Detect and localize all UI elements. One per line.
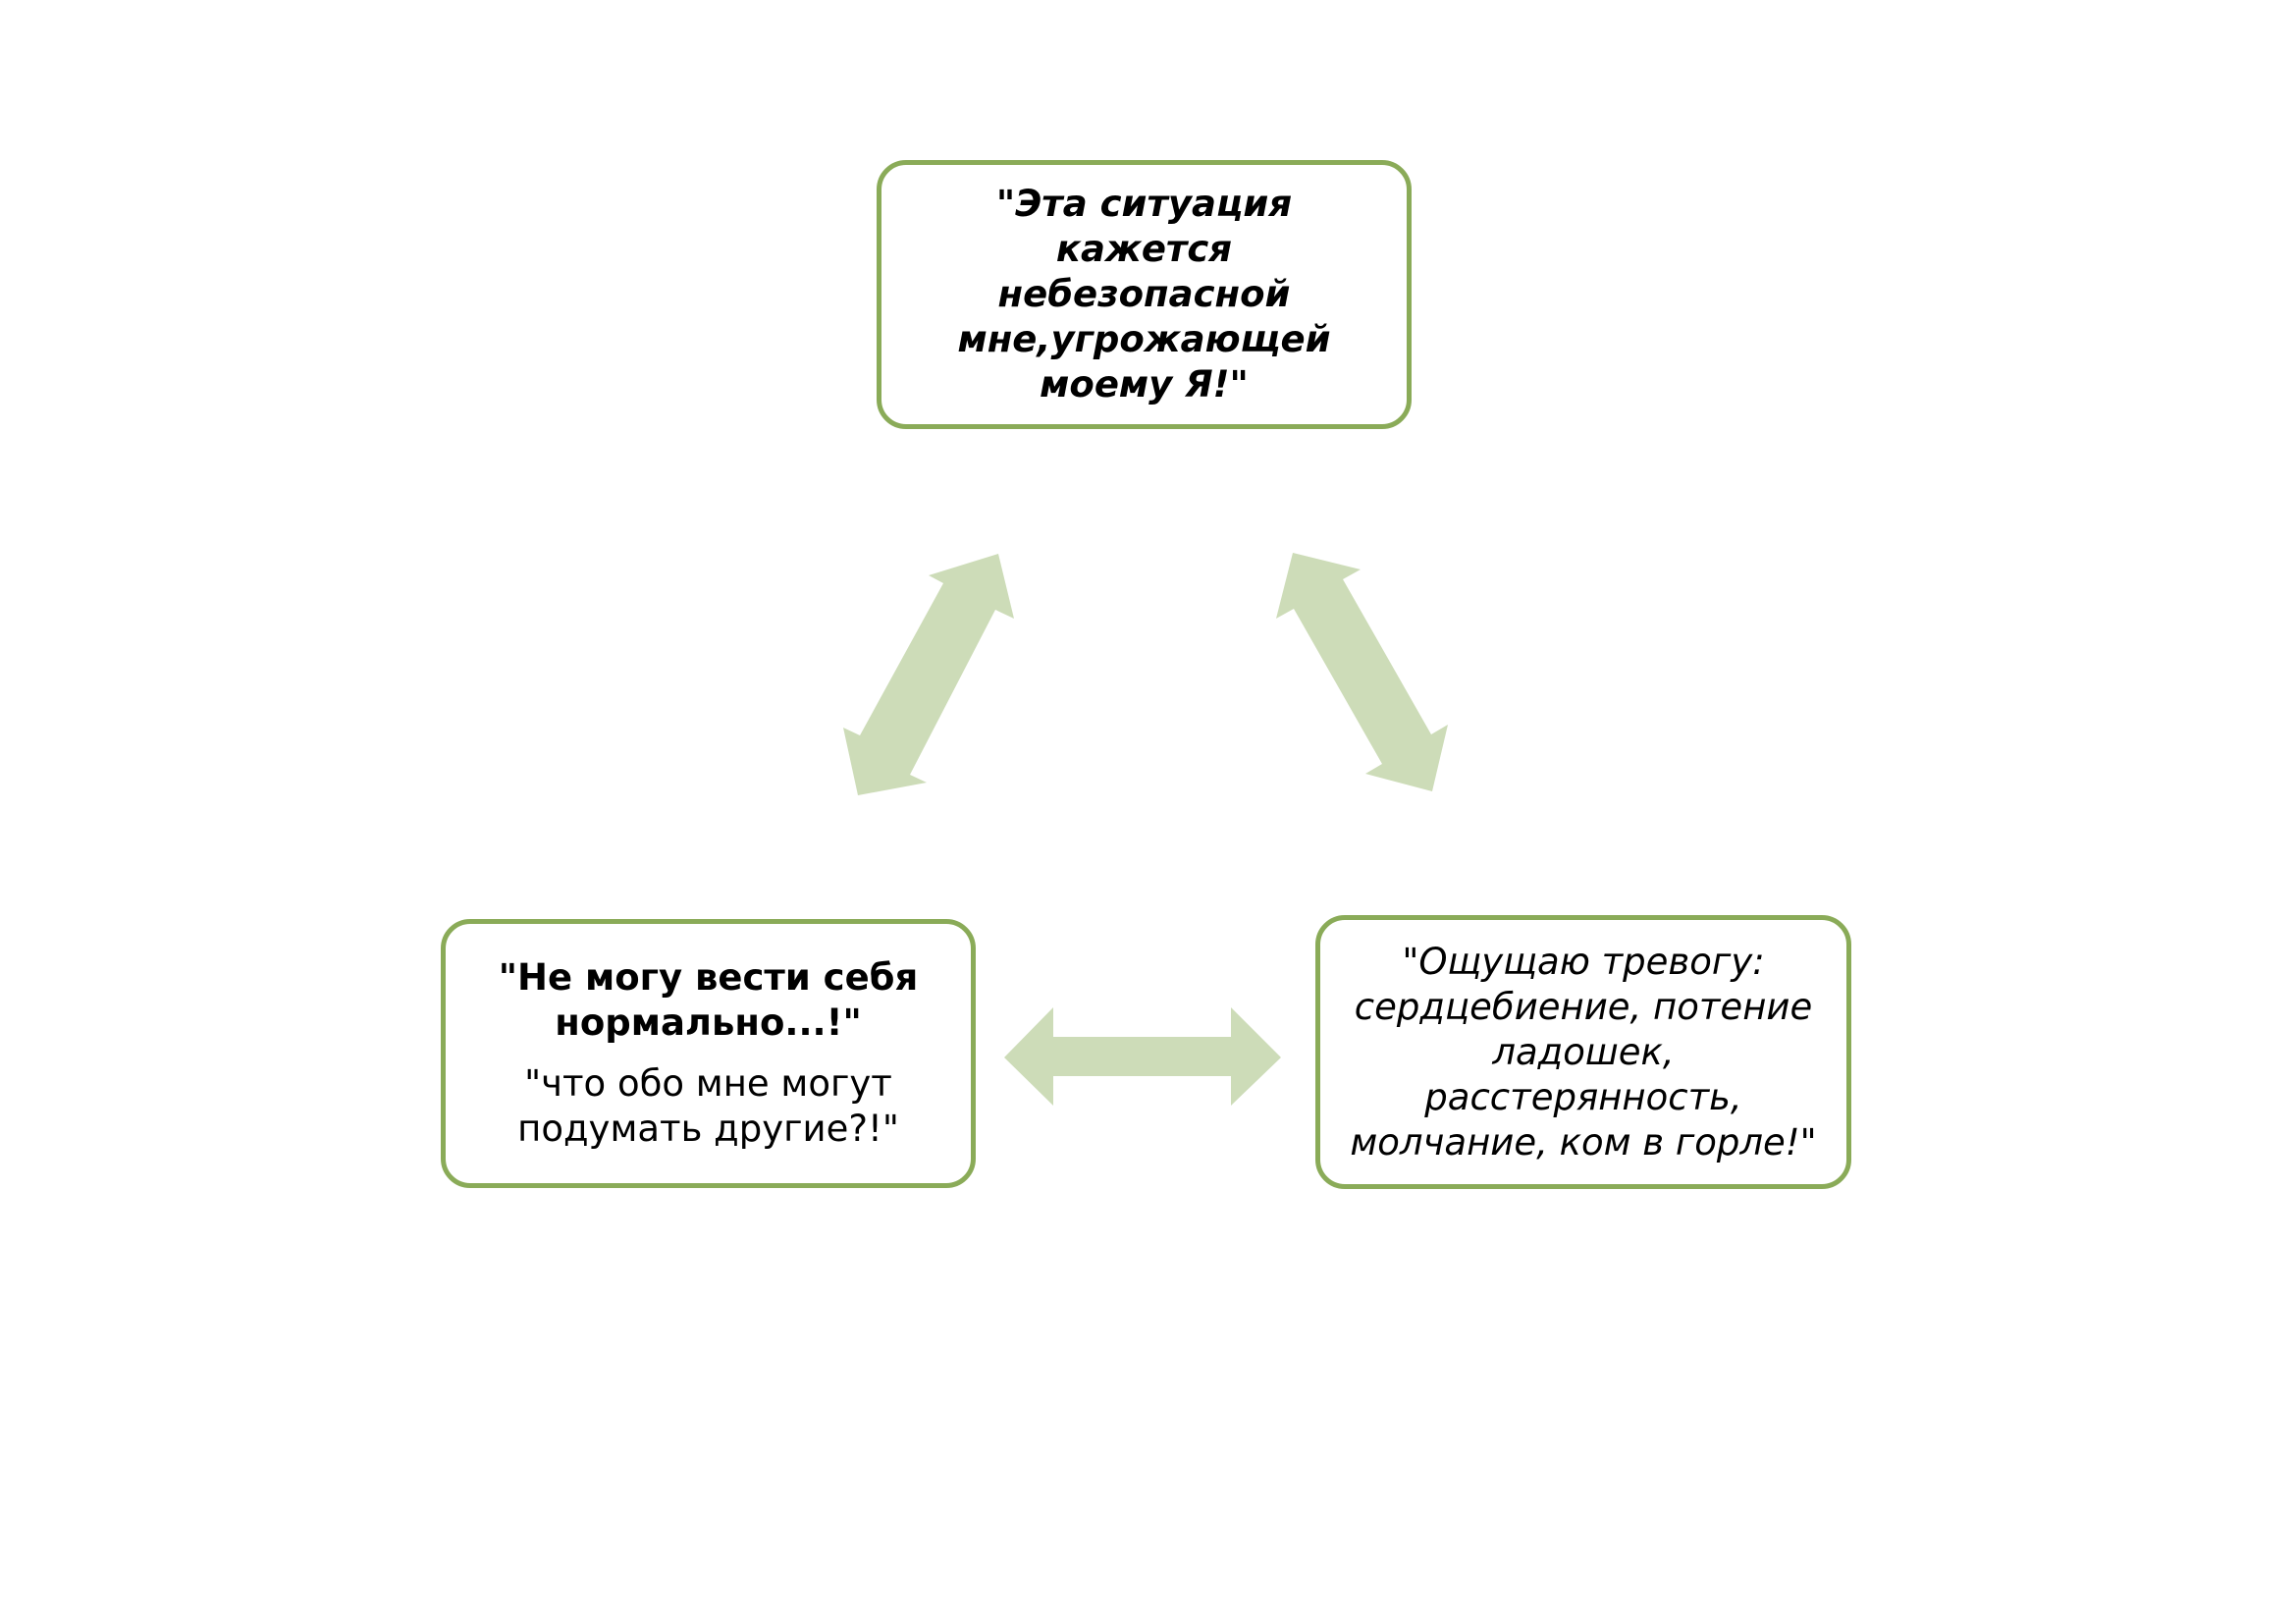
arrow-top-right [1276,553,1448,791]
arrow-left-top [843,554,1014,795]
node-behavior-heading: "Не могу вести себя нормально...!" [498,956,919,1044]
node-situation-text: "Эта ситуация кажется небезопасной мне,у… [957,183,1331,406]
arrow-left-right [1004,1007,1281,1106]
node-behavior-body: "что обо мне могут подумать другие?!" [517,1062,899,1150]
node-sensations-text: "Ощущаю тревогу: сердцебиение, потение л… [1350,940,1817,1164]
node-behavior: "Не могу вести себя нормально...!" "что … [441,919,976,1188]
node-situation: "Эта ситуация кажется небезопасной мне,у… [877,160,1412,429]
node-sensations: "Ощущаю тревогу: сердцебиение, потение л… [1315,915,1851,1189]
